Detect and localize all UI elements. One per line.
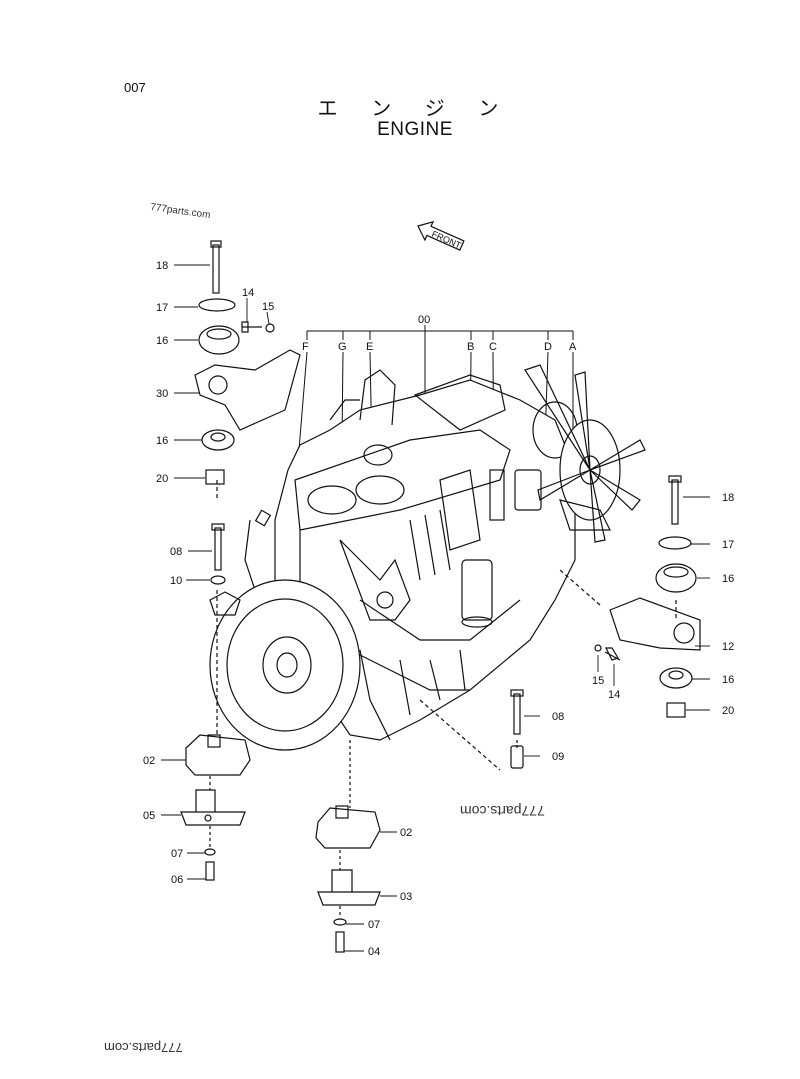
callout-16-right-lower: 16 (722, 674, 734, 686)
callout-07-center: 07 (368, 919, 380, 931)
callout-00: 00 (418, 314, 430, 326)
right-mount-parts (419, 475, 701, 771)
callout-14-left: 14 (242, 287, 254, 299)
callout-02-center: 02 (400, 827, 412, 839)
leader-lines (161, 264, 710, 952)
callout-16-right-upper: 16 (722, 573, 734, 585)
callout-16-left-upper: 16 (156, 335, 168, 347)
callout-C: C (489, 341, 497, 353)
callout-A: A (569, 341, 577, 353)
callout-D: D (544, 341, 552, 353)
callout-08-left: 08 (170, 546, 182, 558)
title-japanese: エ ン ジ ン (317, 98, 513, 120)
callout-12: 12 (722, 641, 734, 653)
callout-05: 05 (143, 810, 155, 822)
left-mount-parts (194, 240, 301, 740)
callout-E: E (366, 341, 373, 353)
callout-20-left: 20 (156, 473, 168, 485)
callout-15-left: 15 (262, 301, 274, 313)
callout-F: F (302, 341, 309, 353)
callout-16-left-lower: 16 (156, 435, 168, 447)
callout-06: 06 (171, 874, 183, 886)
callout-17-left: 17 (156, 302, 168, 314)
callout-B: B (467, 341, 474, 353)
callout-04: 04 (368, 946, 380, 958)
callout-18-right: 18 (722, 492, 734, 504)
title-english: ENGINE (377, 119, 453, 140)
front-label: FRONT (430, 229, 463, 251)
callout-labels: 00 F G E B C D A 18 17 14 15 16 30 16 20… (143, 260, 734, 958)
callout-03: 03 (400, 891, 412, 903)
callout-18-left: 18 (156, 260, 168, 272)
callout-20-right: 20 (722, 705, 734, 717)
callout-G: G (338, 341, 347, 353)
callout-09: 09 (552, 751, 564, 763)
callout-30: 30 (156, 388, 168, 400)
callout-15-right: 15 (592, 675, 604, 687)
callout-10: 10 (170, 575, 182, 587)
cooling-fan (524, 364, 646, 543)
callout-08-right: 08 (552, 711, 564, 723)
bottom-left-mount (180, 734, 251, 881)
front-arrow-icon: FRONT (417, 220, 465, 251)
page-number: 007 (124, 80, 146, 95)
callout-02-left: 02 (143, 755, 155, 767)
callout-07-left: 07 (171, 848, 183, 860)
callout-14-right: 14 (608, 689, 620, 701)
flywheel-housing (209, 579, 361, 751)
bottom-center-mount (315, 740, 381, 953)
callout-17-right: 17 (722, 539, 734, 551)
